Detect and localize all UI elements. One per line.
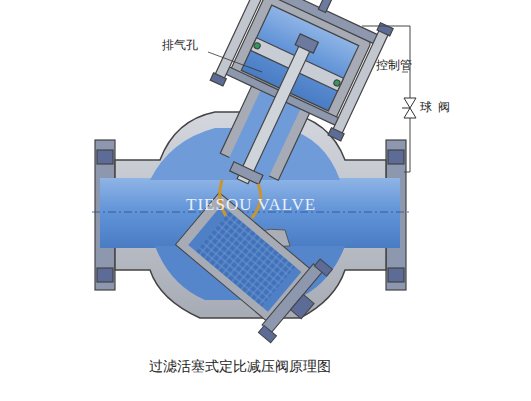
part-label: 球阀 xyxy=(420,100,456,114)
part-label: 排气孔 xyxy=(162,38,198,52)
watermark: TIESOU VALVE xyxy=(186,195,316,215)
part-label: 控制管 xyxy=(376,58,412,72)
caption: 过滤活塞式定比减压阀原理图 xyxy=(149,358,331,375)
